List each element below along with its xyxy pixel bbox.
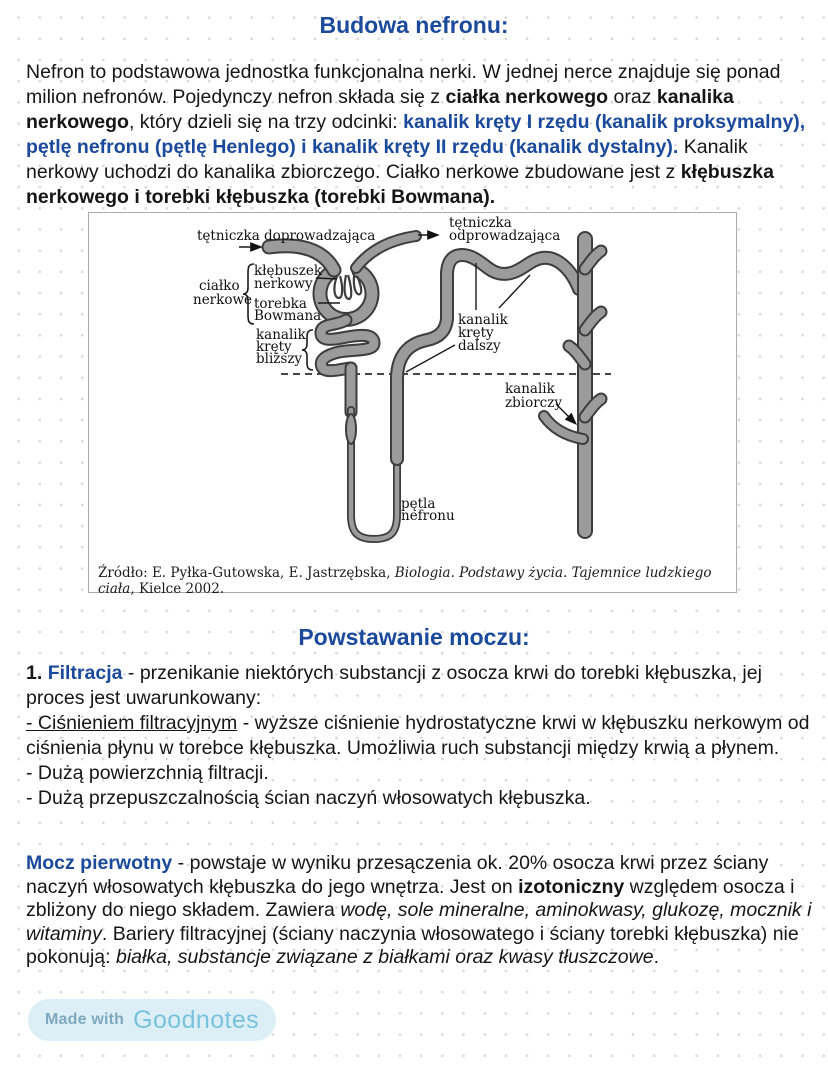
goodnotes-badge[interactable]: Made with Goodnotes <box>28 999 277 1041</box>
source-citation: Źródło: E. Pyłka-Gutowska, E. Jastrzębsk… <box>98 565 712 597</box>
proximal-brace <box>301 329 314 371</box>
label-proximal-line2: kręty <box>256 339 292 355</box>
label-capsule-line2: Bowmana <box>254 308 321 324</box>
label-glomerulus-line1: kłębuszek <box>254 263 323 279</box>
braces <box>242 263 314 371</box>
section-title-powstawanie: Powstawanie moczu: <box>298 624 530 650</box>
label-collecting-line2: zbiorczy <box>505 395 562 411</box>
label-capsule-line1: torebka <box>254 296 307 312</box>
leader-lines <box>239 230 577 425</box>
label-distal-line1: kanalik <box>458 312 509 328</box>
henle-loop <box>345 410 397 539</box>
collecting-duct-leader-arrow <box>555 403 577 425</box>
nephron-figure: tętniczka doprowadzająca tętniczka odpro… <box>88 212 737 597</box>
section-title-budowa: Budowa nefronu: <box>319 12 509 38</box>
descending-limb-spindle <box>345 413 357 445</box>
label-loop-line2: nefronu <box>401 508 455 524</box>
corpuscle-brace <box>242 263 255 325</box>
distal-leader-line-long <box>405 344 456 373</box>
label-corpuscle-line2: nerkowe <box>193 292 252 308</box>
goodnotes-logo: Goodnotes <box>133 1005 260 1034</box>
glomerulus-capillary-loops <box>333 274 363 301</box>
proximal-convoluted-tubule <box>321 320 374 412</box>
distal-leader-line-diagonal <box>498 274 531 309</box>
label-corpuscle-line1: ciałko <box>199 278 240 294</box>
nephron-diagram: tętniczka doprowadzająca tętniczka odpro… <box>193 215 611 594</box>
intro-paragraph: Nefron to podstawowa jednostka funkcjona… <box>26 61 811 208</box>
label-glomerulus-line2: nerkowy <box>254 276 313 292</box>
made-with-label: Made with <box>45 1011 125 1028</box>
label-distal-line3: dalszy <box>458 338 501 354</box>
glomerulus-leader-line <box>315 277 338 280</box>
filtracja-paragraph: 1. Filtracja - przenikanie niektórych su… <box>26 662 810 809</box>
label-loop-line1: pętla <box>401 496 435 512</box>
label-efferent-arteriole-line1: tętniczka <box>449 215 512 231</box>
label-proximal-line3: bliższy <box>256 351 302 367</box>
label-collecting-line1: kanalik <box>505 381 556 397</box>
mocz-pierwotny-paragraph: Mocz pierwotny - powstaje w wyniku przes… <box>26 852 817 968</box>
label-proximal-line1: kanalik <box>256 327 307 343</box>
label-distal-line2: kręty <box>458 325 494 341</box>
label-efferent-arteriole-line2: odprowadzająca <box>449 228 560 244</box>
label-afferent-arteriole: tętniczka doprowadzająca <box>197 228 375 244</box>
diagram-labels: tętniczka doprowadzająca tętniczka odpro… <box>193 215 562 524</box>
